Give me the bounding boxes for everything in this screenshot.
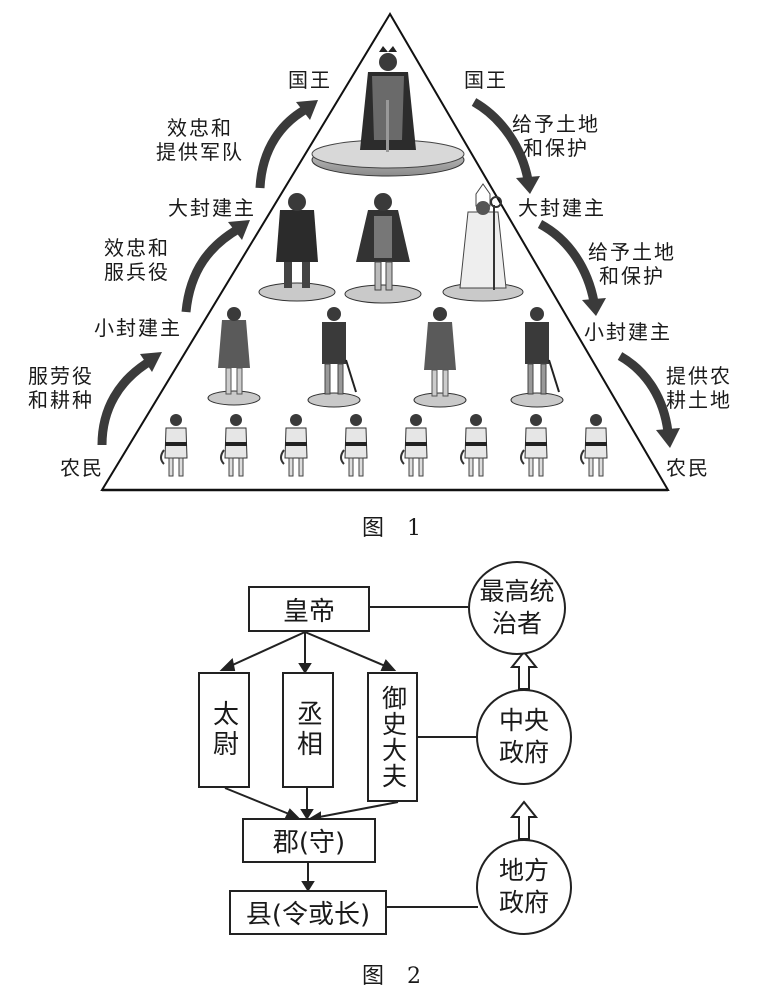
grant-label-3: 提供农 耕土地 (666, 364, 732, 412)
local-government-circle: 地方 政府 (476, 839, 572, 935)
duty-labor-line1: 服劳役 (28, 364, 94, 388)
peasant-figure (460, 414, 488, 477)
minister-chengxiang-box: 丞相 (282, 672, 334, 788)
peasant-figure (520, 414, 548, 477)
grant-1-line1: 给予土地 (512, 112, 600, 136)
peasant-figures (160, 414, 608, 477)
downward-arrows (471, 98, 680, 448)
upward-arrows (97, 100, 318, 446)
hollow-arrow-central-to-supreme (509, 650, 539, 690)
duty-army-line2: 提供军队 (156, 140, 244, 164)
left-label-peasant: 农民 (60, 456, 104, 480)
arrow-taiwei-to-commandery (224, 787, 295, 817)
arrow-down-king-to-great-lord-head (516, 176, 540, 194)
county-box: 县(令或长) (229, 890, 387, 935)
emperor-box: 皇帝 (248, 586, 370, 632)
right-label-great-lord: 大封建主 (518, 196, 606, 220)
duty-military-line1: 效忠和 (104, 236, 170, 260)
arrow-down-small-lord-to-peasant (617, 352, 673, 433)
right-label-small-lord: 小封建主 (584, 320, 672, 344)
hollow-arrow-local-to-central (509, 800, 539, 840)
grant-3-line2: 耕土地 (666, 388, 732, 412)
left-label-small-lord: 小封建主 (94, 316, 182, 340)
duty-label-military-service: 效忠和 服兵役 (104, 236, 170, 284)
arrow-emperor-to-yushi (304, 631, 391, 669)
commandery-box: 郡(守) (242, 818, 376, 863)
peasant-figure (220, 414, 248, 477)
peasant-figure (280, 414, 308, 477)
great-lord-bishop (442, 183, 524, 302)
duty-label-labor: 服劳役 和耕种 (28, 364, 94, 412)
arrow-up-peasant-to-small-lord (97, 356, 155, 446)
arrow-emperor-to-taiwei (225, 631, 306, 669)
arrow-down-great-to-small-lord (537, 220, 599, 303)
arrow-up-small-to-great-lord-head (228, 220, 250, 240)
supreme-ruler-circle: 最高统 治者 (468, 561, 566, 655)
right-label-king: 国王 (464, 68, 508, 92)
grant-1-line2: 和保护 (523, 136, 589, 160)
duty-army-line1: 效忠和 (167, 116, 233, 140)
arrow-up-great-lord-to-king-head (296, 100, 318, 120)
grant-2-line2: 和保护 (599, 264, 665, 288)
small-lord-4 (510, 307, 564, 408)
left-label-great-lord: 大封建主 (168, 196, 256, 220)
duty-military-line2: 服兵役 (104, 260, 170, 284)
arrow-down-king-to-great-lord (471, 98, 533, 181)
great-lord-noble (344, 193, 422, 304)
arrow-down-small-lord-to-peasant-head (656, 428, 680, 448)
peasant-figure (160, 414, 188, 477)
great-lord-knight (258, 193, 336, 302)
peasant-figure (340, 414, 368, 477)
grant-label-2: 给予土地 和保护 (588, 240, 676, 288)
figure2-caption: 图 2 (362, 964, 429, 989)
small-lord-figures (207, 307, 564, 408)
peasant-figure (580, 414, 608, 477)
arrow-down-great-to-small-lord-head (582, 298, 606, 316)
minister-yushi-dafu-box: 御史大夫 (367, 672, 418, 802)
arrow-up-peasant-to-small-lord-head (140, 352, 162, 372)
arrow-yushi-to-commandery (313, 801, 399, 819)
minister-taiwei-box: 太尉 (198, 672, 250, 788)
left-label-king: 国王 (288, 68, 332, 92)
king-figure (311, 46, 465, 177)
great-lord-figures (258, 183, 524, 304)
small-lord-2 (307, 307, 361, 408)
figure2-connectors (219, 606, 478, 908)
arrow-up-small-to-great-lord (181, 224, 243, 313)
duty-labor-line2: 和耕种 (28, 388, 94, 412)
small-lord-1 (207, 307, 261, 406)
grant-3-line1: 提供农 (666, 364, 732, 388)
grant-2-line1: 给予土地 (588, 240, 676, 264)
figure1-caption: 图 1 (362, 516, 429, 541)
right-label-peasant: 农民 (666, 456, 710, 480)
arrow-up-great-lord-to-king (255, 104, 311, 189)
small-lord-3 (413, 307, 467, 408)
hollow-up-arrows (509, 650, 539, 840)
central-government-circle: 中央 政府 (476, 689, 572, 785)
grant-label-1: 给予土地 和保护 (512, 112, 600, 160)
peasant-figure (400, 414, 428, 477)
duty-label-army: 效忠和 提供军队 (156, 116, 244, 164)
